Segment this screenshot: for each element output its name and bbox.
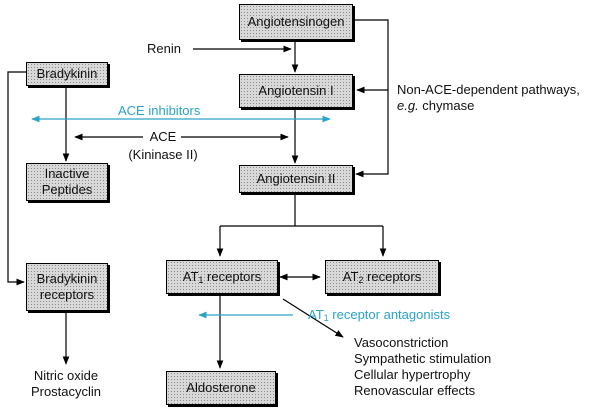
non-ace-pathways-label: Non-ACE-dependent pathways, e.g. chymase bbox=[397, 82, 580, 114]
prostacyclin-label: Prostacyclin bbox=[30, 384, 102, 399]
nitric-oxide-prostacyclin: Nitric oxide Prostacyclin bbox=[20, 368, 112, 400]
at1-antagonists-label: AT1 receptor antagonists bbox=[308, 307, 451, 323]
aldosterone-label: Aldosterone bbox=[186, 380, 256, 395]
effect-item: Cellular hypertrophy bbox=[354, 367, 471, 382]
arrow-bradykinin-to-receptors bbox=[7, 71, 26, 286]
arrow-non-ace-pathway bbox=[352, 19, 389, 178]
bradykinin-receptors-line1: Bradykinin bbox=[36, 271, 98, 286]
kininase-label: (Kininase II) bbox=[128, 147, 198, 162]
effect-item: Sympathetic stimulation bbox=[354, 351, 492, 366]
bradykinin-receptors-line2: receptors bbox=[39, 287, 95, 302]
ace-label: ACE bbox=[149, 129, 177, 144]
arrow-at1-to-effects bbox=[282, 298, 344, 338]
bradykinin-box: Bradykinin bbox=[26, 62, 108, 86]
bradykinin-receptors-box: Bradykinin receptors bbox=[26, 263, 108, 311]
inactive-peptides-line1: Inactive bbox=[44, 166, 90, 181]
at1-receptors-label: AT1 receptors bbox=[182, 269, 262, 285]
effects-list: Vasoconstriction Sympathetic stimulation… bbox=[354, 335, 491, 399]
non-ace-line2: e.g. chymase bbox=[397, 98, 475, 113]
aldosterone-box: Aldosterone bbox=[166, 371, 276, 405]
angiotensinogen-box: Angiotensinogen bbox=[239, 4, 353, 40]
non-ace-line1: Non-ACE-dependent pathways, bbox=[397, 82, 580, 97]
effect-item: Vasoconstriction bbox=[354, 335, 449, 350]
at1-receptors-box: AT1 receptors bbox=[166, 260, 278, 294]
angiotensin-ii-label: Angiotensin II bbox=[256, 171, 336, 186]
at2-receptors-box: AT2 receptors bbox=[325, 260, 439, 294]
at2-receptors-label: AT2 receptors bbox=[342, 269, 422, 285]
angiotensin-i-label: Angiotensin I bbox=[258, 83, 334, 98]
angiotensinogen-label: Angiotensinogen bbox=[247, 14, 345, 29]
renin-label: Renin bbox=[147, 41, 181, 56]
bradykinin-label: Bradykinin bbox=[36, 66, 98, 81]
nitric-oxide-label: Nitric oxide bbox=[33, 368, 99, 383]
ace-inhibitors-label: ACE inhibitors bbox=[118, 103, 201, 118]
inactive-peptides-box: Inactive Peptides bbox=[26, 163, 108, 201]
angiotensin-ii-box: Angiotensin II bbox=[239, 165, 353, 193]
effect-item: Renovascular effects bbox=[354, 383, 476, 398]
inactive-peptides-line2: Peptides bbox=[41, 182, 93, 197]
angiotensin-i-box: Angiotensin I bbox=[239, 74, 353, 108]
